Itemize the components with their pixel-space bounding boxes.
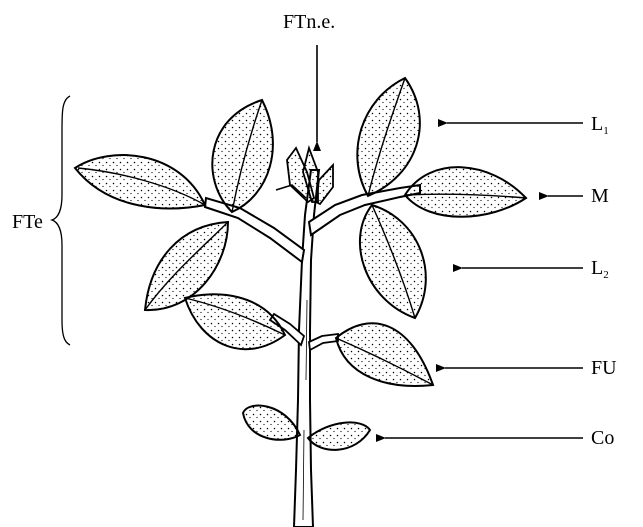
label-fte: FTe — [12, 212, 43, 232]
cotyledon-right — [308, 422, 370, 449]
fte-brace — [52, 96, 70, 345]
cotyledon-left — [243, 406, 300, 440]
label-l2-main: L — [591, 257, 603, 279]
label-l1-main: L — [591, 113, 603, 135]
label-l1: L1 — [591, 114, 609, 137]
label-co: Co — [591, 428, 614, 448]
label-l1-sub: 1 — [603, 125, 609, 137]
label-fu: FU — [591, 358, 617, 378]
leaf-lower-right-FU — [336, 323, 433, 386]
arrows — [317, 45, 583, 438]
leaf-upper-mid-left — [212, 100, 273, 212]
right-petiole — [309, 334, 338, 350]
label-l2-sub: 2 — [603, 269, 609, 281]
leaf-mid-right-L2 — [360, 205, 426, 318]
label-l2: L2 — [591, 258, 609, 281]
leaf-upper-right-L1 — [357, 78, 420, 196]
label-ftne: FTn.e. — [283, 12, 335, 32]
label-m: M — [591, 186, 609, 206]
apical-bud — [276, 148, 333, 204]
leaf-lower-left — [185, 294, 285, 349]
leaf-upper-left — [75, 155, 205, 208]
leaf-right-M — [405, 167, 526, 217]
